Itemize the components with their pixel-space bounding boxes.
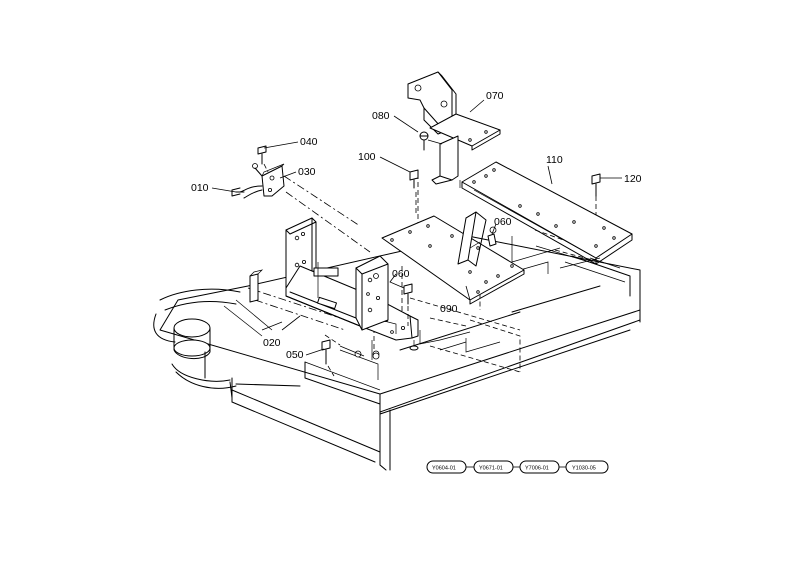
ref-code-2: Y0671-01: [479, 466, 503, 472]
ref-code-1: Y0604-01: [432, 466, 456, 472]
ref-box-4: [565, 460, 609, 474]
ref-code-3: Y7006-01: [525, 466, 549, 472]
ref-code-4: Y1030-05: [572, 466, 596, 472]
label-020: 020: [263, 337, 281, 349]
label-120: 120: [624, 173, 642, 185]
label-060-left: 060: [392, 268, 410, 280]
callout-leaders: [211, 99, 622, 356]
label-040: 040: [300, 136, 318, 148]
harness-group: [231, 145, 371, 253]
label-050: 050: [286, 349, 304, 361]
swivel-pivot: [153, 288, 301, 399]
ref-box-2: [473, 460, 514, 474]
label-110: 110: [546, 154, 563, 166]
label-100: 100: [358, 151, 376, 163]
reference-codes: Y0604-01 Y0671-01 Y7006-01 Y1030-05: [426, 460, 609, 474]
label-090: 090: [440, 303, 458, 315]
ref-box-1: [426, 460, 467, 474]
label-010: 010: [191, 182, 209, 194]
bracket-020: [249, 217, 419, 360]
plate-090: [381, 211, 525, 305]
label-060-right: 060: [494, 216, 512, 228]
label-080: 080: [372, 110, 390, 122]
label-070: 070: [486, 90, 504, 102]
label-030: 030: [298, 166, 316, 178]
ref-box-3: [519, 460, 560, 474]
hanger-bracket-070: [407, 71, 501, 214]
plate-110: [461, 161, 633, 265]
part-labels: 010 020 030 040 050 060 060 070 080 090 …: [191, 90, 642, 361]
bolt-group: [321, 283, 413, 377]
